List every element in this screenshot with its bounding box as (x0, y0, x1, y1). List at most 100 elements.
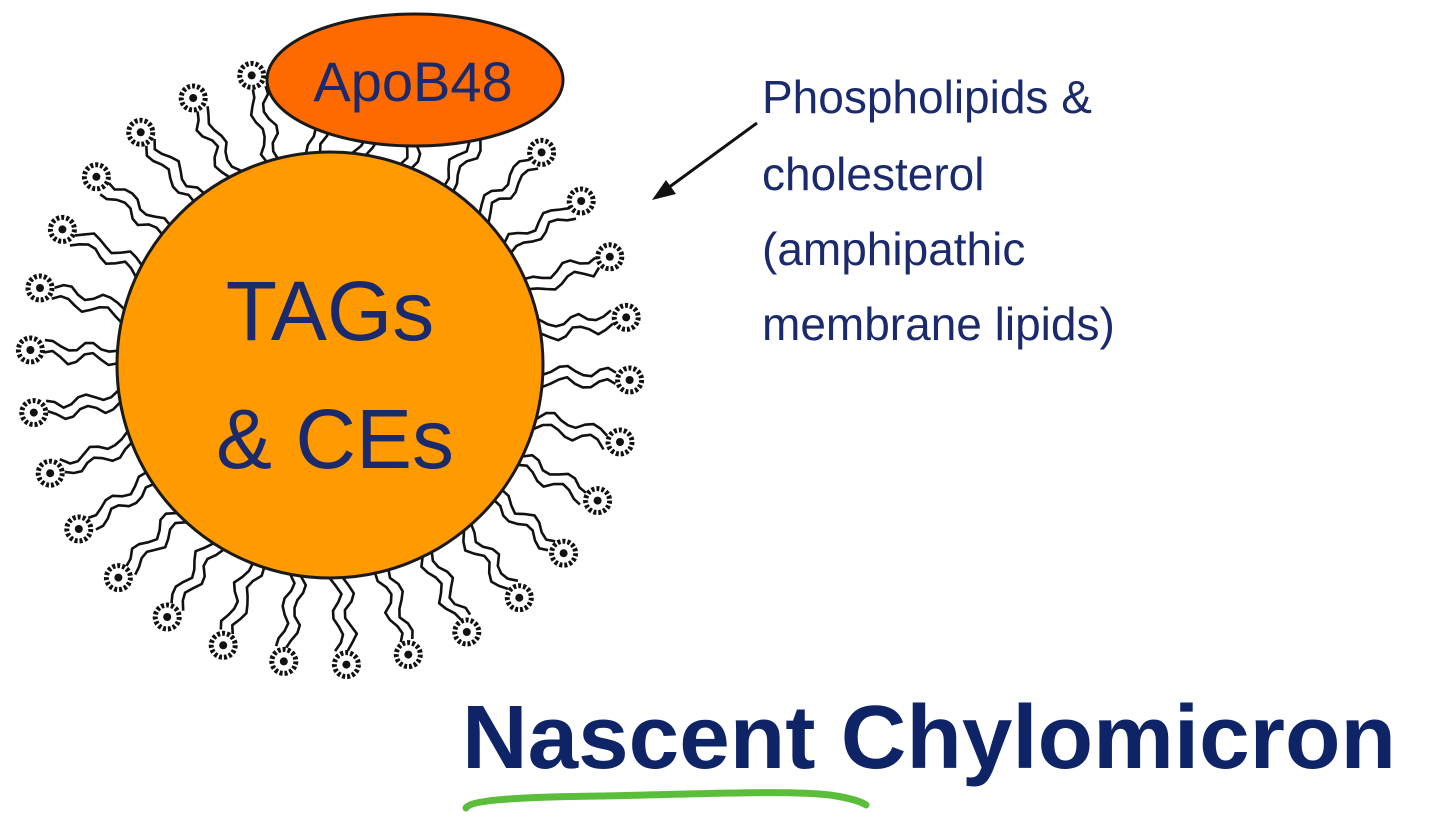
phospholipid-molecule (373, 560, 423, 670)
lipid-tail (87, 471, 157, 520)
lipid-tail (47, 396, 129, 421)
lipid-tail (206, 106, 248, 179)
lipid-head-center (404, 650, 413, 659)
lipid-tail (500, 206, 570, 254)
lipid-tail (261, 85, 287, 166)
phospholipid-molecule (64, 471, 164, 544)
lipid-tail (274, 565, 296, 647)
lipid-head-center (622, 313, 631, 322)
lipid-tail (505, 217, 577, 262)
lipid-tail (44, 338, 127, 353)
lipid-tail (532, 322, 614, 342)
lipid-tail (481, 167, 539, 228)
core-label-line2: & CEs (216, 392, 454, 486)
lipid-head-center (462, 628, 471, 636)
lipid-core-circle (115, 150, 545, 580)
phospholipid-molecule (19, 386, 129, 428)
phospholipid-molecule (237, 60, 287, 169)
lipid-tail (125, 507, 185, 567)
lipid-head-center (136, 128, 145, 137)
phospholipid-molecule (530, 302, 641, 342)
lipid-head-center (163, 613, 172, 621)
phospholipid-molecule (328, 569, 361, 680)
lipid-tail (95, 482, 164, 531)
lipid-head-center (74, 525, 83, 533)
annotation-line-4: membrane lipids) (762, 298, 1115, 350)
lipid-tail (527, 411, 609, 437)
phospholipid-molecule (500, 186, 596, 262)
lipid-head-center (515, 593, 524, 602)
phospholipid-molecule (484, 488, 579, 568)
title: Nascent Chylomicron (462, 688, 1396, 812)
annotation-line-3: (amphipathic (762, 223, 1025, 275)
lipid-tail (534, 364, 617, 378)
phospholipid-molecule (420, 541, 482, 647)
phospholipid-molecule (269, 565, 308, 676)
lipid-tail (134, 516, 194, 576)
lipid-tail (420, 547, 462, 621)
phospholipid-molecule (81, 162, 173, 244)
lipid-tail (484, 498, 549, 552)
lipid-head-center (219, 641, 228, 650)
lipid-tail (472, 158, 530, 220)
lipid-tail (508, 463, 581, 506)
lipid-tail (181, 541, 227, 611)
phospholipid-molecule (25, 273, 134, 324)
apob48-protein: ApoB48 (265, 12, 565, 148)
phospholipid-molecule (15, 335, 127, 367)
phospholipid-molecule (525, 411, 635, 457)
lipid-tail (341, 569, 359, 652)
phospholipid-molecule (456, 516, 534, 613)
lipid-tail (285, 567, 308, 649)
lipid-tail (492, 488, 556, 543)
annotation-arrow (652, 121, 758, 200)
core-label-line1: TAGs (226, 264, 434, 358)
lipid-tail (328, 569, 345, 652)
lipid-tail (64, 441, 141, 475)
phospholipid-molecule (178, 83, 248, 185)
phospholipid-molecule (47, 214, 149, 284)
phospholipid-molecule (533, 364, 645, 395)
apob48-ellipse (265, 12, 565, 148)
lipid-tail (51, 294, 131, 324)
lipid-tail (530, 309, 612, 328)
lipid-tail (54, 283, 134, 311)
lipid-tail (153, 138, 207, 203)
lipid-tail (533, 376, 617, 389)
lipid-core: TAGs & CEs (115, 150, 545, 580)
annotation-text: Phospholipids & cholesterol (amphipathic… (762, 71, 1115, 350)
lipid-tail (513, 453, 587, 494)
lipid-head-center (58, 225, 67, 234)
apob48-label: ApoB48 (313, 50, 512, 113)
lipid-tail (466, 516, 519, 583)
lipid-head-center (46, 469, 55, 478)
lipid-tail (69, 243, 143, 284)
lipid-tail (108, 182, 173, 235)
lipid-head-center (92, 172, 101, 181)
lipid-tail (456, 524, 509, 591)
lipid-head-center (577, 197, 586, 205)
lipid-head-center (114, 573, 123, 582)
lipid-tail (145, 145, 199, 210)
annotation-line-2: cholesterol (762, 148, 984, 200)
annotation-line-1: Phospholipids & (762, 71, 1092, 123)
lipid-tail (387, 560, 414, 640)
lipid-head-center (537, 148, 546, 157)
lipid-tail (518, 256, 597, 288)
lipid-head-center (247, 71, 256, 80)
lipid-tail (522, 266, 601, 298)
lipid-head-center (189, 94, 198, 102)
lipid-tail (74, 232, 149, 273)
phospholipid-molecule (152, 534, 227, 632)
lipid-head-center (29, 408, 38, 417)
lipid-tail (195, 111, 236, 185)
phospholipid-molecule (103, 507, 194, 593)
lipid-head-center (342, 660, 351, 669)
phospholipid-molecule (126, 117, 207, 210)
lipid-tail (430, 541, 472, 616)
arrowhead-icon (652, 180, 676, 200)
lipid-head-center (616, 438, 624, 446)
lipid-tail (525, 423, 605, 451)
lipid-head-center (279, 657, 288, 666)
